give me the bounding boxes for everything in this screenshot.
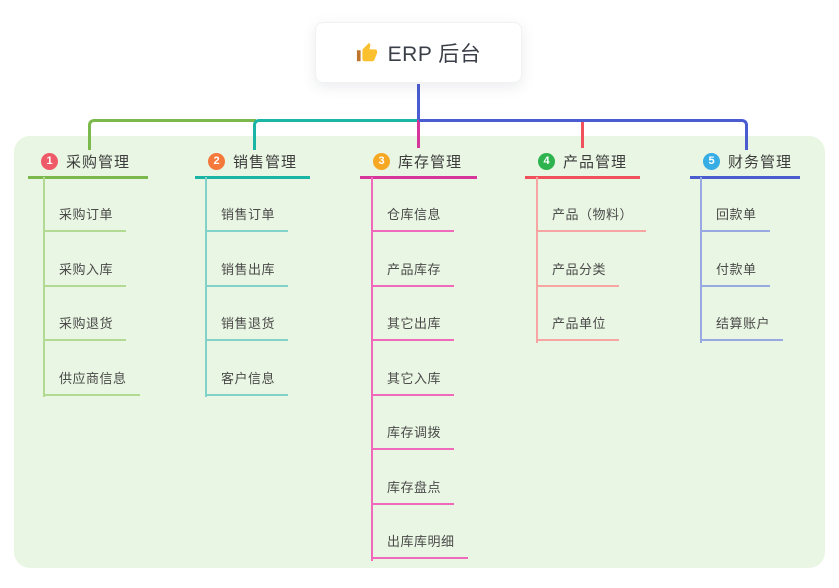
thumbs-up-icon — [356, 42, 377, 61]
branch-title: 采购管理 — [66, 153, 131, 171]
child-node[interactable]: 采购订单 — [43, 178, 127, 232]
child-node[interactable]: 产品（物料） — [536, 178, 647, 232]
child-node[interactable]: 其它入库 — [371, 341, 455, 396]
branch-child-connector — [536, 177, 538, 343]
branch-title: 财务管理 — [728, 153, 793, 171]
child-node-label: 产品库存 — [387, 261, 442, 277]
branch-number-badge: 4 — [538, 152, 555, 170]
child-node[interactable]: 仓库信息 — [371, 178, 455, 232]
child-node-label: 出库库明细 — [387, 534, 455, 549]
child-node-label: 结算账户 — [716, 316, 771, 331]
connector-branch-1 — [88, 119, 256, 150]
connector-branch-4 — [581, 119, 584, 148]
child-node-label: 回款单 — [716, 207, 757, 222]
branch-label-4[interactable]: 4 产品管理 — [525, 146, 640, 179]
root-label: ERP 后台 — [387, 42, 482, 66]
child-node-label: 仓库信息 — [387, 207, 442, 222]
child-node[interactable]: 销售出库 — [205, 232, 289, 287]
child-node-label: 产品单位 — [552, 316, 607, 331]
branch-child-connector — [43, 177, 45, 397]
child-node[interactable]: 付款单 — [700, 232, 770, 287]
child-node[interactable]: 产品库存 — [371, 232, 455, 287]
branch-title: 产品管理 — [563, 153, 628, 171]
child-node-label: 其它入库 — [387, 370, 442, 386]
branch-label-1[interactable]: 1 采购管理 — [28, 146, 148, 179]
connector-root-stem — [417, 84, 420, 120]
child-node[interactable]: 产品单位 — [536, 287, 620, 341]
child-node-label: 客户信息 — [221, 370, 276, 386]
branch-child-connector — [700, 177, 702, 343]
branch-number-badge: 1 — [41, 152, 58, 170]
branch-label-5[interactable]: 5 财务管理 — [690, 146, 800, 179]
child-node[interactable]: 采购退货 — [43, 287, 127, 341]
child-node-label: 其它出库 — [387, 316, 442, 331]
connector-branch-3 — [417, 119, 420, 148]
child-node-label: 付款单 — [716, 261, 757, 277]
connector-branch-5 — [418, 119, 748, 150]
branch-label-2[interactable]: 2 销售管理 — [195, 146, 310, 179]
child-node-label: 库存调拨 — [387, 425, 442, 440]
child-node[interactable]: 采购入库 — [43, 232, 127, 287]
branch-label-3[interactable]: 3 库存管理 — [360, 146, 477, 179]
child-node[interactable]: 销售退货 — [205, 287, 289, 341]
branches-panel — [14, 136, 825, 568]
branch-number-badge: 2 — [208, 152, 225, 170]
child-node[interactable]: 回款单 — [700, 178, 770, 232]
child-node[interactable]: 产品分类 — [536, 232, 620, 287]
connector-branch-2 — [252, 119, 422, 150]
child-node-label: 产品（物料） — [552, 207, 634, 222]
branch-child-connector — [371, 177, 373, 561]
branch-child-connector — [205, 177, 207, 397]
child-node[interactable]: 其它出库 — [371, 287, 455, 341]
child-node[interactable]: 客户信息 — [205, 341, 289, 396]
child-node[interactable]: 出库库明细 — [371, 505, 468, 559]
child-node-label: 采购退货 — [59, 316, 114, 331]
child-node[interactable]: 供应商信息 — [43, 341, 140, 396]
child-node-label: 库存盘点 — [387, 479, 442, 495]
child-node[interactable]: 库存盘点 — [371, 450, 455, 505]
child-node-label: 销售出库 — [221, 261, 276, 277]
child-node-label: 供应商信息 — [59, 370, 127, 386]
child-node-label: 产品分类 — [552, 261, 607, 277]
child-node[interactable]: 销售订单 — [205, 178, 289, 232]
branch-number-badge: 3 — [373, 152, 390, 170]
child-node-label: 采购订单 — [59, 207, 114, 222]
branch-number-badge: 5 — [703, 152, 720, 170]
child-node-label: 销售订单 — [221, 207, 276, 222]
root-node[interactable]: ERP 后台 — [315, 22, 522, 83]
child-node-label: 销售退货 — [221, 316, 276, 331]
child-node[interactable]: 库存调拨 — [371, 396, 455, 450]
child-node-label: 采购入库 — [59, 261, 114, 277]
branch-title: 销售管理 — [233, 153, 298, 171]
branch-title: 库存管理 — [398, 153, 463, 171]
child-node[interactable]: 结算账户 — [700, 287, 784, 341]
